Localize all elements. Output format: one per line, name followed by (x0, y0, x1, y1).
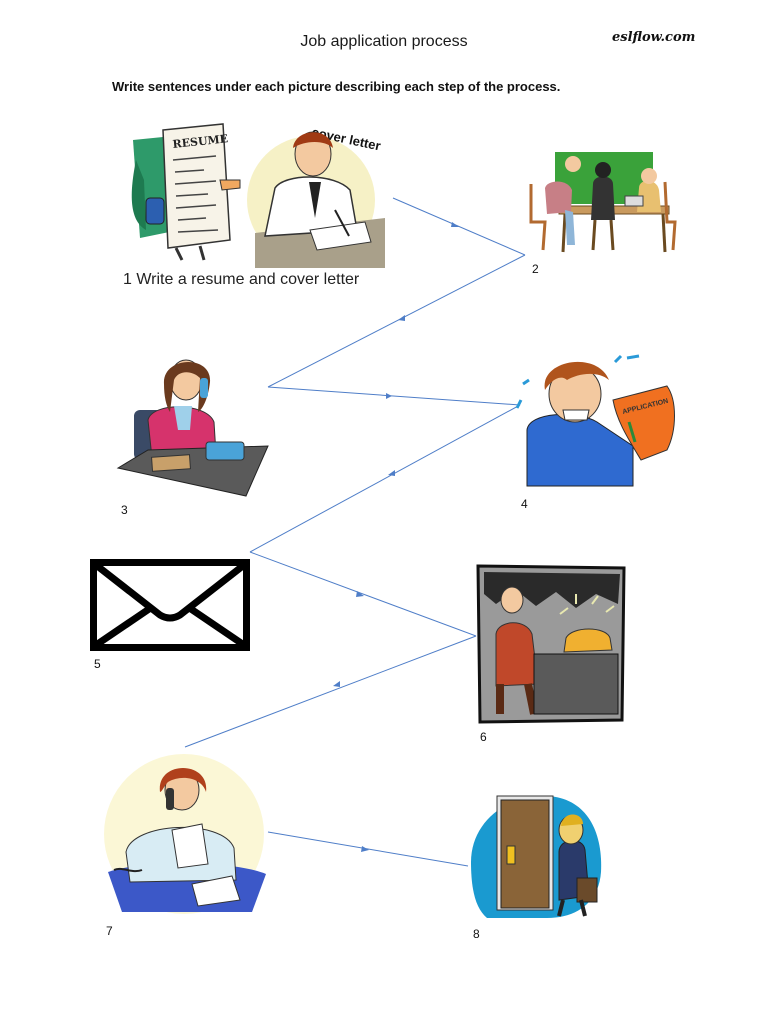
arrowhead (388, 470, 395, 476)
arrowhead (386, 393, 392, 399)
brand-logo-text: eslflow.com (612, 30, 696, 45)
connector-1-2 (392, 197, 526, 256)
page-title: Job application process (300, 33, 468, 50)
step-5-envelope-image (90, 559, 250, 651)
step-2-meeting-image (529, 152, 677, 253)
step-3-number: 3 (121, 503, 128, 517)
step-5-number: 5 (94, 657, 101, 671)
arrowhead (333, 681, 340, 687)
step-8-door-image (471, 795, 602, 918)
arrowhead (451, 222, 459, 227)
step-6-number: 6 (480, 730, 487, 744)
step-4-number: 4 (521, 497, 528, 511)
step-6-waiting-image (476, 564, 626, 724)
instructions: Write sentences under each picture descr… (112, 79, 561, 94)
step-1-resume-image: RESUME (131, 123, 241, 261)
connector-6-7 (184, 635, 477, 748)
step-7-number: 7 (106, 924, 113, 938)
step-7-phone-interview-image (104, 754, 266, 914)
arrowhead (398, 315, 405, 321)
step-1-cover-letter-image: cover letter (247, 124, 385, 268)
step-3-phone-call-image (116, 359, 269, 497)
step-4-application-image: APPLICATION (515, 354, 675, 487)
connector-7-8 (267, 831, 469, 867)
connector-3-4 (267, 386, 521, 406)
step-2-number: 2 (532, 262, 539, 276)
arrowhead (361, 846, 369, 852)
resume-word: RESUME (172, 132, 229, 151)
step-1-caption: 1 Write a resume and cover letter (123, 271, 360, 288)
arrowhead (356, 591, 364, 597)
connector-4-5 (249, 404, 521, 553)
step-8-number: 8 (473, 927, 480, 941)
connector-5-6 (249, 551, 477, 637)
